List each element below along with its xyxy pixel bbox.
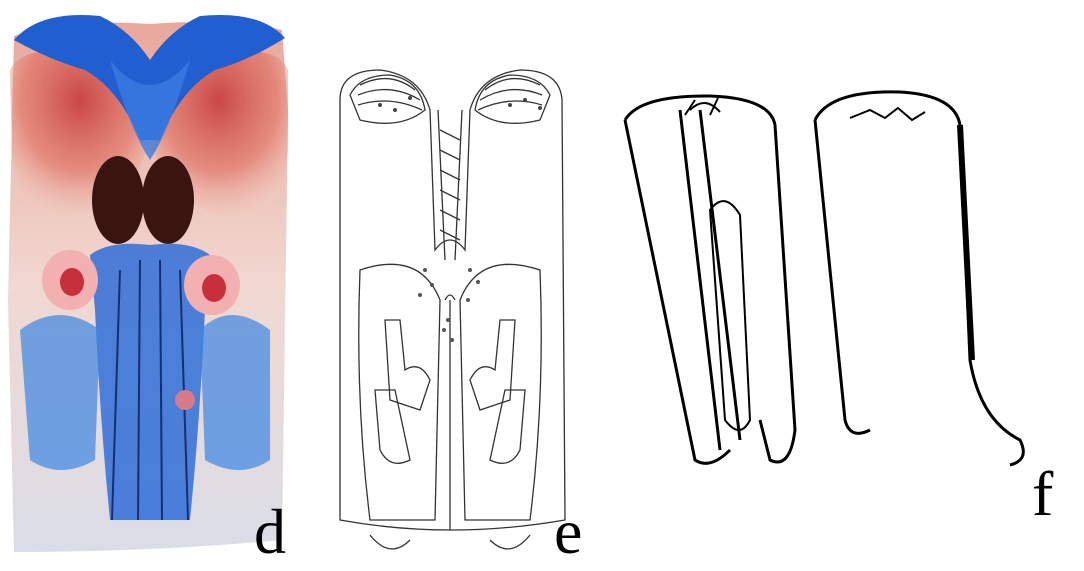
section-line-drawing xyxy=(300,0,600,571)
panel-e: e xyxy=(300,0,600,571)
cylinder-line-drawing xyxy=(600,0,1084,571)
panel-d: d xyxy=(0,0,300,571)
panel-label-d: d xyxy=(254,500,286,564)
panel-label-e: e xyxy=(554,500,582,564)
panel-f: f xyxy=(600,0,1084,571)
panel-label-f: f xyxy=(1032,462,1053,526)
stained-specimen-image xyxy=(0,0,300,571)
